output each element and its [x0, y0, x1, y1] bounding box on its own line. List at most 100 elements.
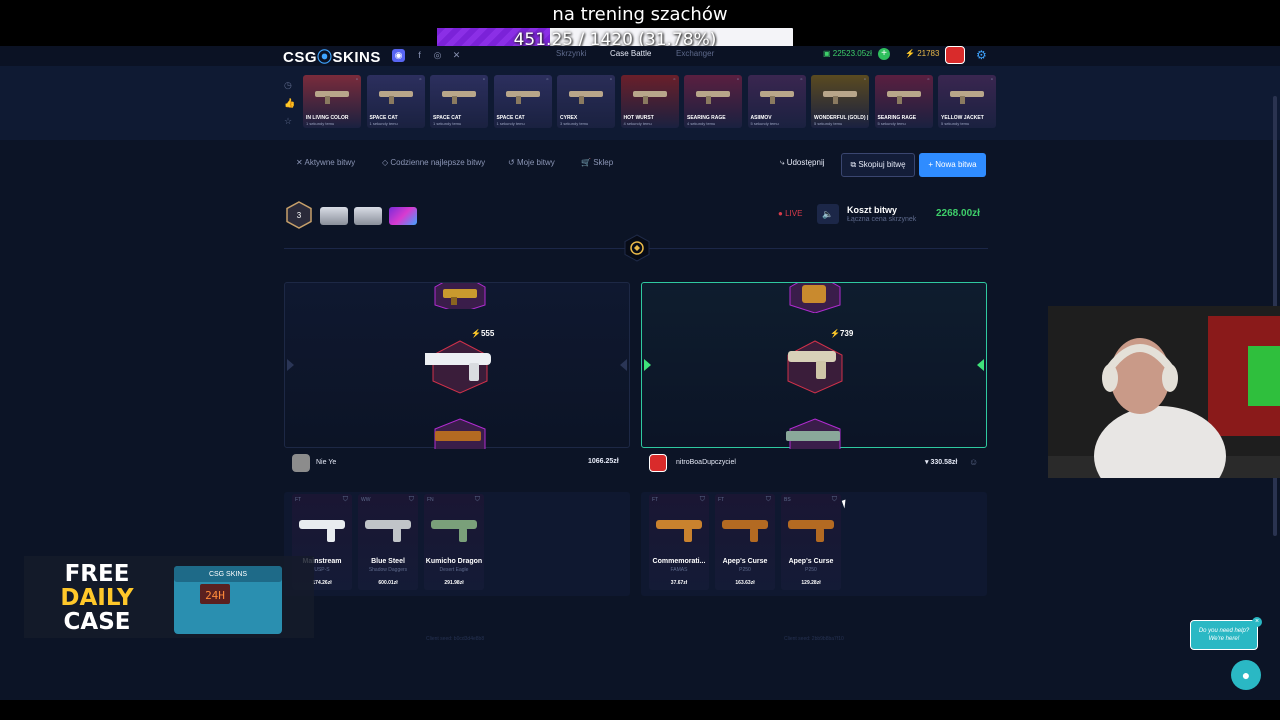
- right-arrow-icon: [620, 359, 627, 371]
- free-daily-case-banner[interactable]: 24H CSG SKINS FREE DAILY CASE: [24, 556, 314, 638]
- drop-close-icon[interactable]: ▫: [800, 77, 803, 83]
- site-logo[interactable]: CSG⦿SKINS: [283, 49, 381, 66]
- drop-close-icon[interactable]: ▫: [609, 77, 612, 83]
- shield-icon[interactable]: ⛉: [342, 496, 348, 503]
- sound-toggle-icon[interactable]: 🔈: [817, 204, 839, 224]
- drop-item-art: [378, 91, 413, 104]
- drop-close-icon[interactable]: ▫: [355, 77, 358, 83]
- drops-filter: ◷ 👍 ☆: [284, 80, 296, 134]
- nav-case-battle[interactable]: Case Battle: [610, 49, 652, 58]
- drop-close-icon[interactable]: ▫: [482, 77, 485, 83]
- drop-close-icon[interactable]: ▫: [546, 77, 549, 83]
- player-total: 1066.25zł: [588, 458, 619, 465]
- discord-icon[interactable]: ◉: [392, 49, 405, 62]
- round-number: 3: [297, 211, 302, 220]
- item-subtitle: USP-S: [314, 567, 330, 573]
- facebook-icon[interactable]: f: [418, 50, 421, 60]
- drop-close-icon[interactable]: ▫: [673, 77, 676, 83]
- shield-icon[interactable]: ⛉: [831, 496, 837, 503]
- player-avatar[interactable]: [649, 454, 667, 472]
- nav-exchanger[interactable]: Exchanger: [676, 49, 715, 58]
- chat-icon[interactable]: ●: [1231, 660, 1261, 690]
- drop-item-art: [886, 91, 921, 104]
- webcam-overlay: [1048, 306, 1280, 478]
- shield-icon[interactable]: ⛉: [765, 496, 771, 503]
- nav-cases[interactable]: Skrzynki: [556, 49, 587, 58]
- player-avatar[interactable]: [292, 454, 310, 472]
- drop-close-icon[interactable]: ▫: [990, 77, 993, 83]
- case-thumb: [354, 207, 382, 225]
- balance-value: ▣ 22523.05zł: [823, 49, 872, 58]
- right-arrow-icon: [977, 359, 984, 371]
- star-icon[interactable]: ☆: [284, 116, 293, 126]
- drop-close-icon[interactable]: ▫: [419, 77, 422, 83]
- drop-close-icon[interactable]: ▫: [863, 77, 866, 83]
- drop-card[interactable]: ▫WONDERFUL (GOLD) | COPENHAGEN 20245 sek…: [811, 75, 869, 128]
- tab-active-battles[interactable]: ✕ Aktywne bitwy: [296, 158, 356, 167]
- item-condition: BS: [784, 497, 791, 503]
- drop-close-icon[interactable]: ▫: [736, 77, 739, 83]
- share-button[interactable]: ⤷ Udostępnij: [780, 158, 825, 167]
- player-name[interactable]: nitroBoaDupczyciel: [676, 459, 736, 466]
- item-art: [299, 520, 345, 542]
- clock-icon[interactable]: ◷: [284, 80, 292, 90]
- daily-case-text: FREE DAILY CASE: [60, 561, 134, 635]
- stream-title: na trening szachów: [552, 4, 728, 25]
- drop-name: SEARING RAGE: [877, 115, 917, 121]
- thumb-icon[interactable]: 👍: [284, 98, 296, 108]
- tab-shop[interactable]: 🛒 Sklep: [581, 158, 614, 167]
- drop-name: CYREX: [560, 115, 578, 121]
- shield-icon[interactable]: ⛉: [408, 496, 414, 503]
- case-thumb: [389, 207, 417, 225]
- drop-name: SEARING RAGE: [687, 115, 726, 121]
- item-condition: FT: [718, 497, 725, 503]
- item-name: Commemorati...: [652, 558, 706, 565]
- drop-time: 5 sekundy temu: [941, 121, 970, 126]
- shield-icon[interactable]: ⛉: [699, 496, 705, 503]
- emoji-icon[interactable]: ☺: [969, 457, 979, 467]
- daily-24h-label: 24H: [205, 589, 225, 602]
- shield-icon[interactable]: ⛉: [474, 496, 480, 503]
- instagram-icon[interactable]: ◎: [433, 50, 442, 60]
- drop-time: 4 sekundy temu: [623, 121, 652, 126]
- player-name[interactable]: Nie Ye: [316, 459, 337, 466]
- item-price: 163.63zł: [735, 580, 755, 586]
- x-icon[interactable]: ✕: [452, 50, 461, 60]
- help-bubble[interactable]: Do you need help?We're here!: [1190, 620, 1258, 650]
- client-seed-note: Client seed: b0cd3d4e8b8: [426, 636, 485, 642]
- item-price: 291.98zł: [444, 580, 464, 586]
- user-avatar[interactable]: [945, 46, 965, 64]
- stream-bottom-bar: [0, 700, 1280, 720]
- next-item-art: [786, 418, 841, 449]
- tab-daily-best[interactable]: ◇ Codzienne najlepsze bitwy: [382, 158, 486, 167]
- daily-brand-label: CSG SKINS: [209, 571, 247, 578]
- drop-close-icon[interactable]: ▫: [927, 77, 930, 83]
- settings-gear-icon[interactable]: ⚙: [976, 48, 987, 62]
- close-icon[interactable]: ×: [1252, 617, 1262, 627]
- player-total: ▾ 330.58zł: [925, 459, 958, 466]
- round-badge: 3: [286, 201, 312, 229]
- tab-my-battles[interactable]: ↺ Moje bitwy: [508, 158, 555, 167]
- deposit-button[interactable]: +: [878, 48, 890, 60]
- battle-cost-subtitle: Łączna cena skrzynek: [847, 216, 917, 223]
- round-points: ⚡555: [471, 329, 495, 338]
- drop-time: 1 sekundy temu: [496, 121, 525, 126]
- drop-time: 4 sekundy temu: [687, 121, 716, 126]
- copy-battle-button[interactable]: ⧉ Skopiuj bitwę: [841, 153, 915, 177]
- new-battle-button[interactable]: + Nowa bitwa: [919, 153, 986, 177]
